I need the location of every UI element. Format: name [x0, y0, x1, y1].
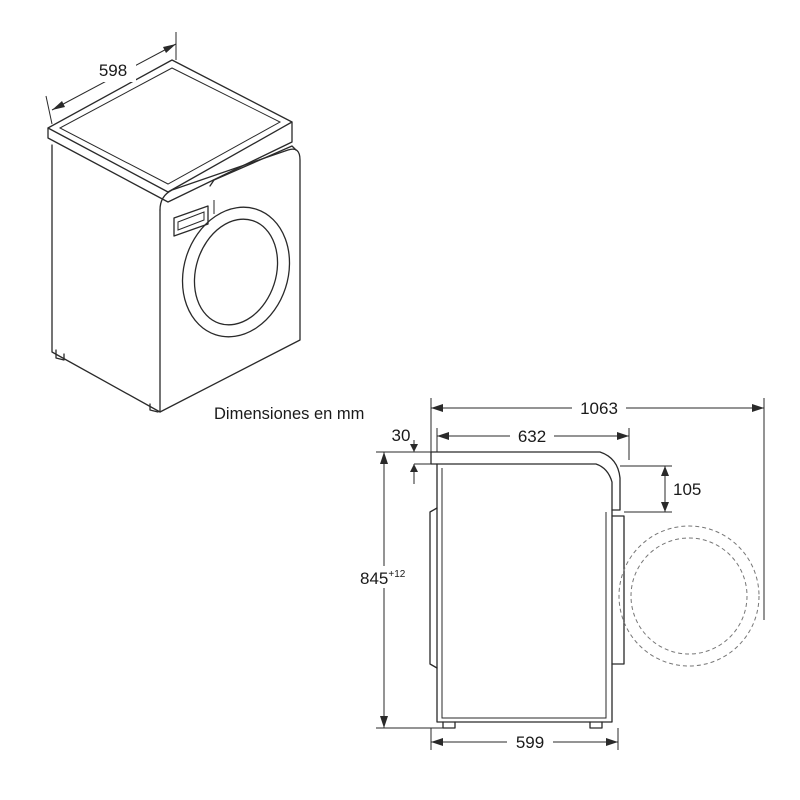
caption: Dimensiones en mm [214, 405, 364, 423]
washer-top [47, 59, 293, 203]
washer-door-outer [181, 206, 291, 338]
dim-1063-arrow-left [431, 404, 443, 412]
side-body-inner [441, 468, 607, 719]
side-body [436, 463, 613, 723]
open-door-inner [630, 537, 748, 655]
side-view [429, 451, 760, 729]
open-door-outer [618, 525, 760, 667]
dim-845-label: 845+12 [360, 569, 406, 588]
dim-598-label-bg [92, 56, 136, 82]
dim-599-label-bg [507, 732, 553, 752]
dim-1063-arrow-right [752, 404, 764, 412]
side-door-edge [611, 515, 625, 665]
washer-top-edge [47, 121, 293, 193]
dim-632-label: 632 [518, 427, 546, 446]
dim-632-arrow-left [437, 432, 449, 440]
dim-30-arrow-bottom [410, 464, 418, 472]
dim-845-arrow-top [380, 452, 388, 464]
washer-foot-left [55, 349, 65, 361]
dim-598-label: 598 [99, 61, 127, 80]
washer-left-side [51, 144, 161, 413]
side-foot-front [589, 721, 603, 729]
dim-1063-label: 1063 [580, 399, 618, 418]
washer-control-panel [209, 145, 297, 187]
washer-door-inner [193, 218, 279, 326]
dim-105-arrow-bottom [661, 502, 669, 512]
dim-599-arrow-left [431, 738, 443, 746]
side-rear-bump [429, 507, 438, 669]
dim-632-arrow-right [617, 432, 629, 440]
dim-598-arrow-right [163, 44, 176, 53]
detergent-drawer [173, 205, 209, 237]
washer-front-panel [159, 148, 301, 413]
dim-845-tolerance: +12 [388, 569, 405, 580]
dim-598-arrow-left [52, 101, 65, 110]
dim-105-label: 105 [673, 480, 701, 499]
side-top-plate [430, 451, 621, 511]
dim-30-label: 30 [392, 426, 411, 445]
dim-845-label-bg [356, 566, 420, 588]
side-foot-rear [442, 721, 456, 729]
dim-105-arrow-top [661, 466, 669, 476]
side-dimensions: 1063 632 30 105 845+12 [356, 398, 765, 752]
detergent-drawer-inner [177, 211, 205, 231]
dim-598-ext-left [45, 95, 53, 125]
dim-632-label-bg [510, 426, 554, 446]
washer-foot-front [149, 403, 159, 413]
dim-1063-label-bg [572, 398, 626, 418]
dim-30-arrow-top [410, 444, 418, 452]
dim-845-arrow-bottom [380, 716, 388, 728]
dim-599-label: 599 [516, 733, 544, 752]
washer-top-inner [58, 67, 282, 185]
dim-599-arrow-right [606, 738, 618, 746]
dim-845-value: 845 [360, 569, 388, 588]
isometric-washer: 598 [45, 32, 301, 413]
